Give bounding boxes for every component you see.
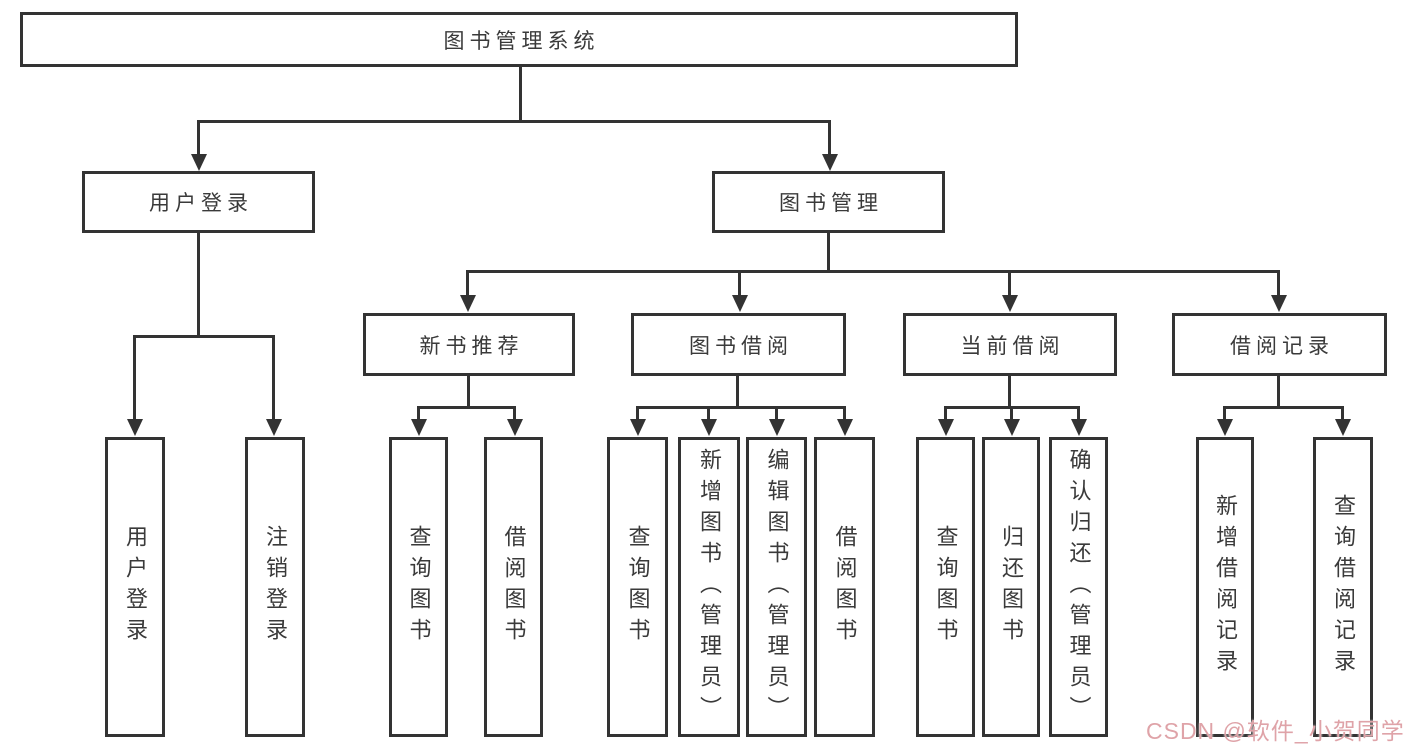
connector-records-arrow2-line [1341, 406, 1344, 421]
node-user-login-label: 用户登录 [123, 525, 148, 649]
node-new-book-recommend: 新书推荐 [363, 313, 575, 376]
connector-mgmt-arrow3-line [1008, 270, 1011, 297]
connector-records-stub [1277, 376, 1280, 409]
arrow-head [822, 154, 838, 171]
arrow-head [1271, 295, 1287, 312]
node-query-books-recommend: 查询图书 [389, 437, 448, 737]
arrow-head [507, 419, 523, 436]
node-confirm-return-admin: 确认归还（管理员） [1049, 437, 1108, 737]
arrow-head [1004, 419, 1020, 436]
watermark: CSDN @软件_小贺同学 [1146, 718, 1405, 744]
connector-root-arrow-left-line [197, 120, 200, 157]
node-book-borrowing: 图书借阅 [631, 313, 846, 376]
node-borrow-books-label: 借阅图书 [832, 525, 858, 649]
arrow-head [837, 419, 853, 436]
connector-root-stub [519, 66, 522, 120]
node-current-borrowing: 当前借阅 [903, 313, 1117, 376]
node-query-borrow-record-label: 查询借阅记录 [1331, 494, 1356, 680]
node-add-borrow-record: 新增借阅记录 [1196, 437, 1254, 737]
connector-borrowing-arrow2-line [707, 406, 710, 421]
connector-mgmt-hline [466, 270, 1280, 273]
node-library-system-label: 图书管理系统 [443, 29, 600, 53]
node-query-books-current-label: 查询图书 [933, 525, 959, 649]
connector-records-hline [1223, 406, 1344, 409]
arrow-head [1002, 295, 1018, 312]
connector-current-stub [1008, 376, 1011, 409]
node-return-books-label: 归还图书 [999, 525, 1024, 649]
connector-mgmt-stub [827, 233, 830, 273]
node-query-books-recommend-label: 查询图书 [406, 525, 432, 649]
node-query-books-borrowing: 查询图书 [607, 437, 668, 737]
node-confirm-return-admin-label: 确认归还（管理员） [1066, 447, 1092, 727]
node-logout-label: 注销登录 [263, 525, 288, 649]
arrow-head [630, 419, 646, 436]
arrow-head [1217, 419, 1233, 436]
node-borrowing-records: 借阅记录 [1172, 313, 1387, 376]
node-logout: 注销登录 [245, 437, 305, 737]
node-user-login-branch: 用户登录 [82, 171, 315, 233]
arrow-head [732, 295, 748, 312]
connector-current-arrow3-line [1077, 406, 1080, 421]
node-edit-books-admin: 编辑图书（管理员） [746, 437, 807, 737]
connector-login-arrow2-line [272, 335, 275, 420]
connector-root-hline [197, 120, 831, 123]
node-user-login-branch-label: 用户登录 [149, 192, 253, 215]
node-query-books-current: 查询图书 [916, 437, 975, 737]
connector-mgmt-arrow2-line [738, 270, 741, 297]
arrow-head [191, 154, 207, 171]
connector-mgmt-arrow4-line [1277, 270, 1280, 297]
arrow-head [411, 419, 427, 436]
node-return-books: 归还图书 [982, 437, 1040, 737]
node-borrow-books: 借阅图书 [814, 437, 875, 737]
connector-records-arrow1-line [1223, 406, 1226, 421]
arrow-head [701, 419, 717, 436]
node-borrowing-records-label: 借阅记录 [1230, 334, 1334, 358]
connector-borrowing-arrow4-line [843, 406, 846, 421]
connector-borrowing-arrow3-line [775, 406, 778, 421]
node-book-management: 图书管理 [712, 171, 945, 233]
node-book-borrowing-label: 图书借阅 [689, 334, 793, 358]
connector-mgmt-arrow1-line [466, 270, 469, 297]
node-add-books-admin-label: 新增图书（管理员） [697, 447, 722, 727]
node-borrow-books-recommend-label: 借阅图书 [501, 525, 527, 649]
connector-current-arrow1-line [944, 406, 947, 421]
node-new-book-recommend-label: 新书推荐 [419, 334, 524, 358]
connector-current-arrow2-line [1010, 406, 1013, 421]
node-edit-books-admin-label: 编辑图书（管理员） [764, 447, 790, 727]
node-library-system: 图书管理系统 [20, 12, 1018, 67]
node-borrow-books-recommend: 借阅图书 [484, 437, 543, 737]
connector-borrowing-stub [736, 376, 739, 409]
arrow-head [938, 419, 954, 436]
connector-root-arrow-right-line [828, 120, 831, 157]
connector-recommend-arrow1-line [417, 406, 420, 421]
connector-login-hline [133, 335, 275, 338]
connector-recommend-arrow2-line [513, 406, 516, 421]
connector-recommend-hline [417, 406, 516, 409]
node-current-borrowing-label: 当前借阅 [960, 334, 1065, 358]
arrow-head [460, 295, 476, 312]
arrow-head [769, 419, 785, 436]
node-query-books-borrowing-label: 查询图书 [625, 525, 651, 649]
connector-recommend-stub [467, 376, 470, 409]
node-add-books-admin: 新增图书（管理员） [678, 437, 740, 737]
connector-borrowing-arrow1-line [636, 406, 639, 421]
connector-login-arrow1-line [133, 335, 136, 420]
node-user-login: 用户登录 [105, 437, 165, 737]
node-book-management-label: 图书管理 [779, 192, 883, 215]
arrow-head [266, 419, 282, 436]
arrow-head [1335, 419, 1351, 436]
arrow-head [1071, 419, 1087, 436]
connector-borrowing-hline [636, 406, 846, 409]
connector-login-stub [197, 233, 200, 335]
node-query-borrow-record: 查询借阅记录 [1313, 437, 1373, 737]
node-add-borrow-record-label: 新增借阅记录 [1213, 494, 1238, 680]
arrow-head [127, 419, 143, 436]
